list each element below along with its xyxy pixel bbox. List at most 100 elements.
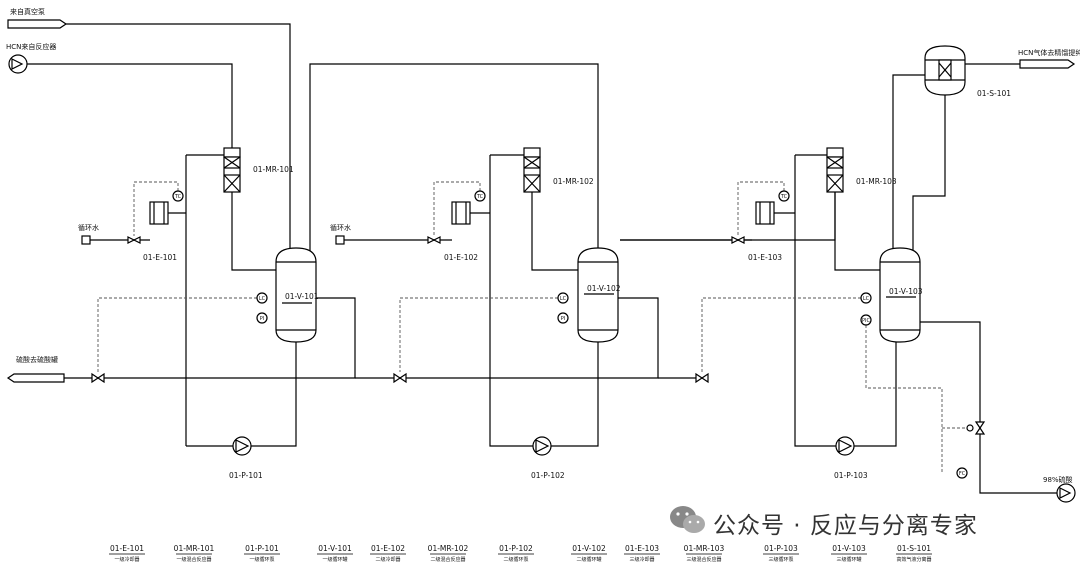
line-pump3-recycle bbox=[794, 155, 836, 447]
reactor-mr102[interactable] bbox=[523, 147, 541, 193]
legend-code: 01-P-102 bbox=[499, 544, 533, 553]
line-v101-to-stage2 bbox=[309, 63, 599, 255]
svg-text:PI: PI bbox=[260, 316, 265, 322]
stream-label-water1: 循环水 bbox=[78, 223, 99, 232]
instrument-tc3: TC bbox=[778, 190, 790, 202]
water-inlet-2 bbox=[335, 235, 345, 245]
line-acid-stage1 bbox=[64, 297, 356, 379]
line-acid-stage2 bbox=[355, 297, 659, 379]
legend-name: 二级循环泵 bbox=[503, 556, 528, 563]
valve-acid-feed[interactable] bbox=[974, 421, 986, 435]
vessel-v102[interactable] bbox=[577, 247, 619, 343]
wechat-logo-icon bbox=[670, 506, 705, 533]
instrument-tc1: TC bbox=[172, 190, 184, 202]
valve-water3[interactable] bbox=[731, 236, 745, 244]
legend-name: 一级冷却器 bbox=[114, 556, 139, 563]
pump-p103[interactable] bbox=[835, 436, 855, 456]
line-mr103-to-v103 bbox=[834, 192, 880, 271]
tag-mr103: 01-MR-103 bbox=[856, 177, 897, 186]
svg-text:LC: LC bbox=[560, 296, 567, 302]
signal-pic3 bbox=[865, 325, 943, 473]
line-hcn-feed bbox=[27, 63, 233, 148]
legend-code: 01-V-103 bbox=[832, 544, 866, 553]
stream-label-hcn-out: HCN气体去精馏提纯工序 bbox=[1018, 48, 1080, 57]
valve-actuator bbox=[966, 424, 974, 432]
svg-text:LC: LC bbox=[863, 296, 870, 302]
pump-p102[interactable] bbox=[532, 436, 552, 456]
outlet-arrow-left bbox=[6, 373, 65, 383]
stream-label-hcn-in: HCN来自反应器 bbox=[6, 42, 56, 51]
line-vacuum bbox=[66, 23, 291, 250]
svg-text:TC: TC bbox=[780, 194, 788, 200]
instrument-fc: FC bbox=[956, 467, 968, 479]
legend-code: 01-P-101 bbox=[245, 544, 279, 553]
tag-v101: 01-V-101 bbox=[285, 292, 319, 301]
inlet-arrow-top-left bbox=[7, 19, 68, 29]
line-mr102-to-v102 bbox=[531, 192, 580, 271]
legend-code: 01-MR-103 bbox=[684, 544, 725, 553]
svg-text:TC: TC bbox=[174, 194, 182, 200]
line-s101-return bbox=[912, 95, 946, 250]
instrument-pic3: PIC bbox=[860, 314, 872, 326]
tag-mr101: 01-MR-101 bbox=[253, 165, 294, 174]
legend-code: 01-V-102 bbox=[572, 544, 606, 553]
line-v102-to-p102 bbox=[551, 342, 599, 447]
reactor-mr101[interactable] bbox=[223, 147, 241, 193]
legend-name: 三级冷却器 bbox=[629, 556, 654, 563]
legend-name: 二级循环罐 bbox=[576, 556, 601, 563]
signal-tc3 bbox=[737, 181, 785, 236]
tag-p101: 01-P-101 bbox=[229, 471, 263, 480]
legend-name: 一级循环泵 bbox=[249, 556, 274, 563]
instrument-pi2: PI bbox=[557, 312, 569, 324]
stream-label-acid: 98%硫酸 bbox=[1043, 475, 1073, 484]
watermark-text: 公众号 · 反应与分离专家 bbox=[713, 513, 978, 539]
line-v103-to-p103 bbox=[854, 342, 897, 447]
legend-name: 一级循环罐 bbox=[322, 556, 347, 563]
separator-s101[interactable] bbox=[924, 45, 966, 96]
tag-e102: 01-E-102 bbox=[444, 253, 478, 262]
tag-p102: 01-P-102 bbox=[531, 471, 565, 480]
stream-label-top-left: 来自真空泵 bbox=[10, 7, 45, 16]
legend-code: 01-S-101 bbox=[897, 544, 931, 553]
valve-acid3[interactable] bbox=[695, 372, 709, 384]
legend-name: 高效气液分离器 bbox=[896, 556, 931, 563]
instrument-lc1: LC bbox=[256, 292, 268, 304]
cooler-e103[interactable] bbox=[755, 201, 795, 225]
tag-e103: 01-E-103 bbox=[748, 253, 782, 262]
svg-text:FC: FC bbox=[959, 471, 966, 477]
signal-lc1 bbox=[97, 297, 262, 372]
valve-water1[interactable] bbox=[127, 236, 141, 244]
signal-tc1 bbox=[133, 181, 179, 236]
tag-v103: 01-V-103 bbox=[889, 287, 923, 296]
instrument-lc3: LC bbox=[860, 292, 872, 304]
legend-name: 三级混合反应器 bbox=[686, 556, 721, 563]
legend-code: 01-MR-101 bbox=[174, 544, 215, 553]
legend-code: 01-P-103 bbox=[764, 544, 798, 553]
legend-name: 三级循环罐 bbox=[836, 556, 861, 563]
instrument-lc2: LC bbox=[557, 292, 569, 304]
svg-text:PI: PI bbox=[561, 316, 566, 322]
instrument-tc2: TC bbox=[474, 190, 486, 202]
water-inlet-1 bbox=[81, 235, 91, 245]
line-v103-to-s101 bbox=[892, 74, 925, 250]
cooler-e101[interactable] bbox=[149, 201, 186, 225]
reactor-mr103[interactable] bbox=[826, 147, 844, 193]
legend-name: 一级混合反应器 bbox=[176, 556, 211, 563]
instrument-pi1: PI bbox=[256, 312, 268, 324]
valve-acid1[interactable] bbox=[91, 372, 105, 384]
tag-e101: 01-E-101 bbox=[143, 253, 177, 262]
acid-inlet-arrow bbox=[1059, 487, 1072, 499]
stream-label-water2: 循环水 bbox=[330, 223, 351, 232]
line-acid-feed bbox=[920, 321, 1057, 494]
vessel-v101[interactable] bbox=[275, 247, 317, 343]
valve-acid2[interactable] bbox=[393, 372, 407, 384]
svg-text:LC: LC bbox=[259, 296, 266, 302]
legend-code: 01-MR-102 bbox=[428, 544, 469, 553]
cooler-e102[interactable] bbox=[451, 201, 490, 225]
tag-s101: 01-S-101 bbox=[977, 89, 1011, 98]
valve-water2[interactable] bbox=[427, 236, 441, 244]
line-pump2-recycle bbox=[489, 155, 533, 447]
vessel-v103[interactable] bbox=[879, 247, 921, 343]
pump-p101[interactable] bbox=[232, 436, 252, 456]
